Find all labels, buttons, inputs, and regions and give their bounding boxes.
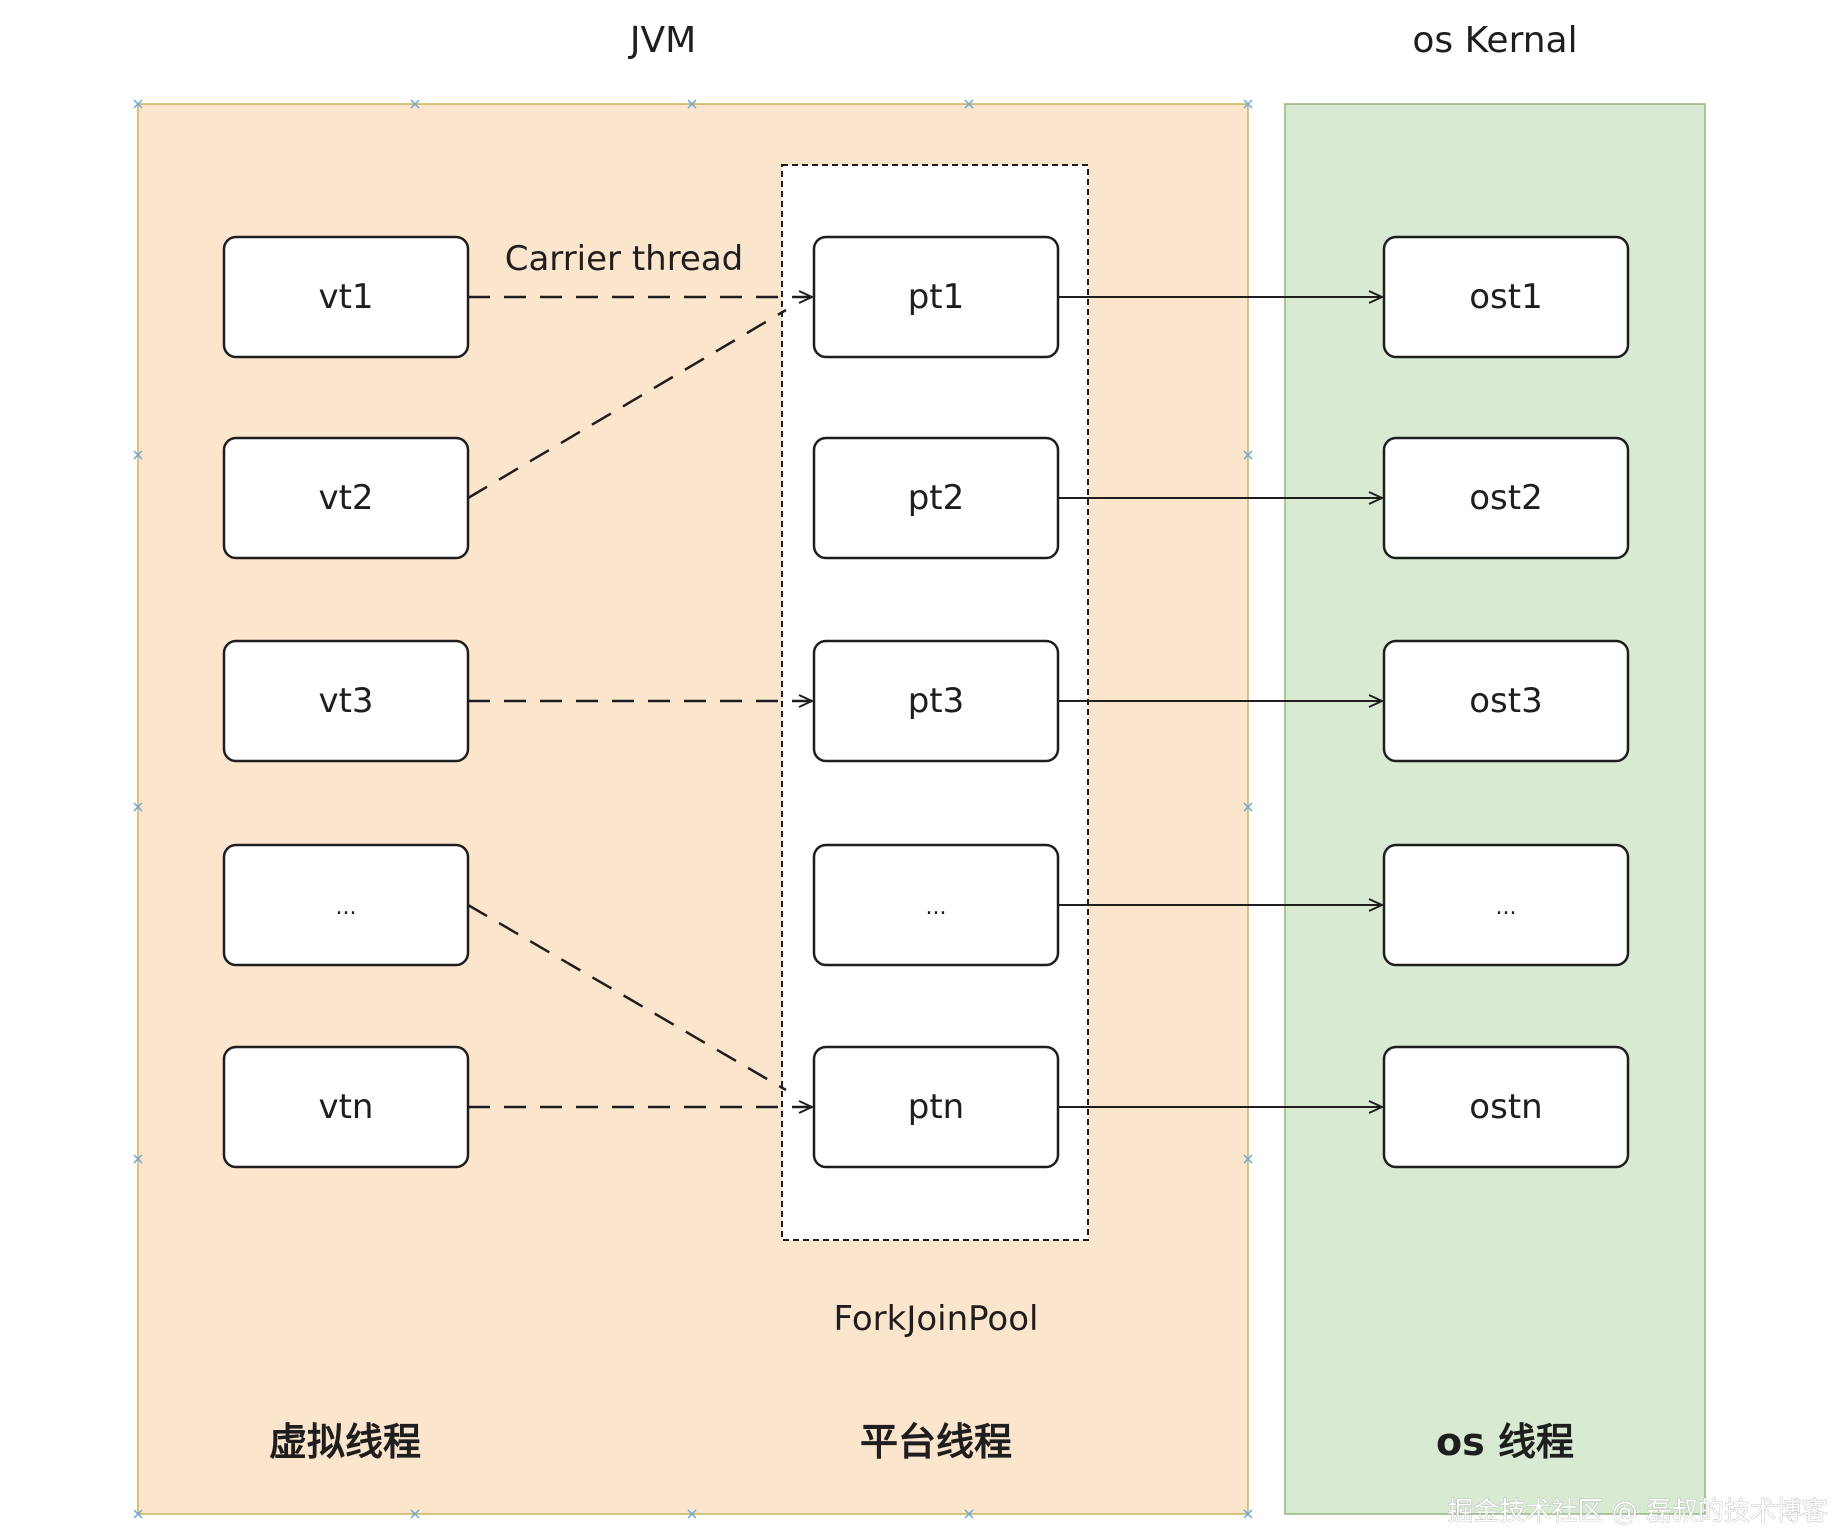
platform-thread-label: ptn <box>908 1087 964 1127</box>
selection-handles <box>133 99 1253 1519</box>
virtual-thread-box: vt3 <box>222 639 470 763</box>
link-vt2-pt1 <box>467 308 787 500</box>
os-thread-box: ost3 <box>1382 639 1630 763</box>
platform-thread-label: pt2 <box>908 478 965 518</box>
virtual-thread-box: vt2 <box>222 436 470 560</box>
watermark: 掘金技术社区 @ 磊叔的技术博客 <box>1447 1497 1828 1527</box>
virtual-thread-label: vt1 <box>318 277 373 317</box>
jvm-title: JVM <box>628 20 696 61</box>
os-thread-label: ost1 <box>1469 277 1542 317</box>
virtual-thread-box: vt1 <box>222 235 470 359</box>
link-vt4-ptn <box>467 903 787 1092</box>
os-thread-label: ost2 <box>1469 478 1542 518</box>
platform-thread-box: pt3 <box>812 639 1060 763</box>
platform-thread-box: pt1 <box>812 235 1060 359</box>
virtual-to-platform-links <box>467 297 812 1107</box>
platform-thread-box: pt2 <box>812 436 1060 560</box>
platform-thread-label: pt1 <box>908 277 965 317</box>
platform-thread-box: ptn <box>812 1045 1060 1169</box>
os-thread-box: ost1 <box>1382 235 1630 359</box>
platform-threads-label: 平台线程 <box>860 1420 1012 1464</box>
os-thread-box: ... <box>1382 843 1630 967</box>
os-thread-label: ... <box>1496 895 1517 920</box>
platform-thread-column: pt1 pt2 pt3 ... ptn <box>812 235 1060 1169</box>
virtual-threads-label: 虚拟线程 <box>269 1420 421 1464</box>
virtual-thread-box: ... <box>222 843 470 967</box>
os-threads-label: os 线程 <box>1436 1420 1574 1464</box>
os-thread-column: ost1 ost2 ost3 ... ostn <box>1382 235 1630 1169</box>
os-thread-label: ost3 <box>1469 681 1542 721</box>
virtual-thread-column: vt1 vt2 vt3 ... vtn <box>222 235 470 1169</box>
platform-thread-box: ... <box>812 843 1060 967</box>
forkjoinpool-label: ForkJoinPool <box>834 1299 1039 1339</box>
virtual-thread-box: vtn <box>222 1045 470 1169</box>
os-thread-label: ostn <box>1469 1087 1542 1127</box>
os-thread-box: ostn <box>1382 1045 1630 1169</box>
carrier-thread-label: Carrier thread <box>505 239 744 279</box>
platform-thread-label: pt3 <box>908 681 965 721</box>
platform-to-os-links <box>1058 297 1382 1107</box>
virtual-thread-label: ... <box>336 895 357 920</box>
os-thread-box: ost2 <box>1382 436 1630 560</box>
platform-thread-label: ... <box>926 895 947 920</box>
virtual-thread-label: vt3 <box>318 681 373 721</box>
virtual-thread-label: vt2 <box>318 478 373 518</box>
virtual-thread-label: vtn <box>318 1087 373 1127</box>
os-kernel-title: os Kernal <box>1412 20 1577 61</box>
